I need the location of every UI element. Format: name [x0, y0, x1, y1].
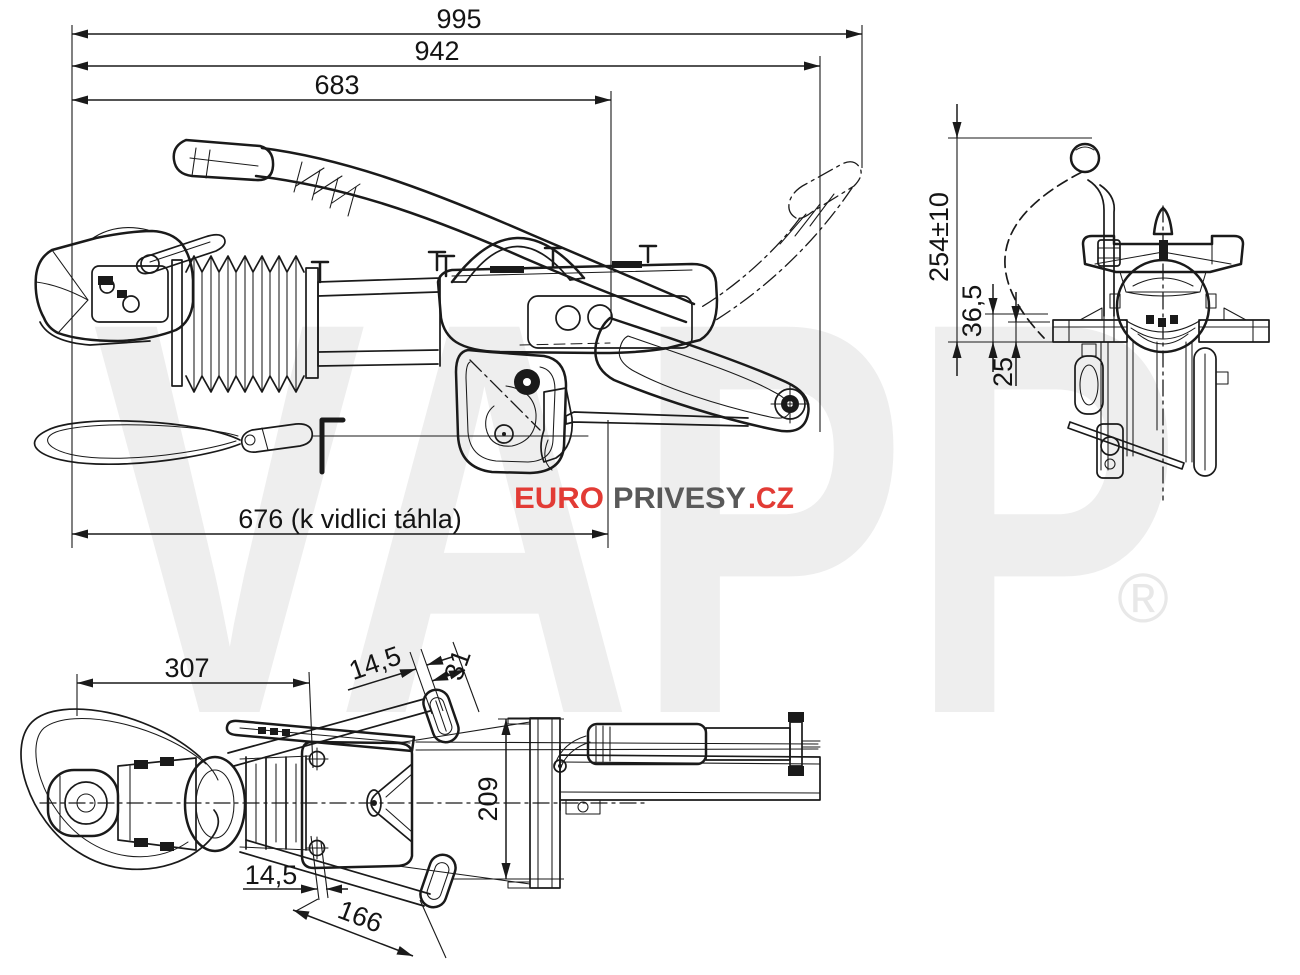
- brake-linkage-arm: [565, 316, 810, 433]
- carabiner: [240, 423, 314, 453]
- dim-label-25: 25: [988, 357, 1018, 387]
- stabilizer-handle-rod: [225, 719, 416, 753]
- under-plate-assembly: [1067, 341, 1229, 479]
- draw-tube-side: [310, 254, 456, 367]
- dim-label-36-5: 36,5: [957, 285, 987, 338]
- cross-plate-front: [1052, 307, 1270, 343]
- dim-label-166: 166: [334, 895, 387, 939]
- dim-label-995: 995: [436, 4, 481, 34]
- registered-trademark-icon: ®: [1117, 559, 1169, 637]
- friction-pad: [1193, 347, 1217, 477]
- dim-label-209: 209: [473, 776, 503, 821]
- dim-label-676: 676 (k vidlici táhla): [238, 504, 462, 534]
- logo-part-euro: EURO: [514, 482, 604, 515]
- vapp-watermark: VAPP ®: [92, 205, 1182, 831]
- breakaway-cable-top: [20, 708, 220, 871]
- lower-friction-pad: [419, 853, 457, 909]
- overrun-housing: [427, 244, 719, 355]
- logo-part-privesy: PRIVESY: [613, 482, 746, 515]
- watermark-text: VAPP: [92, 205, 1182, 831]
- side-view: 995 942 683 676 (k vidlici táhla): [33, 4, 863, 548]
- side-view-dimensions: 995 942 683 676 (k vidlici táhla): [71, 4, 863, 548]
- breakaway-cable: [33, 419, 589, 466]
- dim-line-31: [431, 669, 466, 682]
- coupling-head-front: [1081, 206, 1245, 354]
- handle-oval-top: [183, 755, 247, 853]
- front-view: 254±10 36,5 25: [924, 104, 1270, 501]
- dim-label-942: 942: [414, 36, 459, 66]
- europrivesy-logo: EURO PRIVESY .CZ: [514, 482, 794, 515]
- allen-key-icon: [319, 417, 346, 475]
- diagonal-rod: [1067, 421, 1185, 470]
- front-view-dimensions: 254±10 36,5 25: [924, 104, 1092, 387]
- coupling-jaw: [454, 348, 574, 475]
- lever-ball-knob: [1069, 142, 1101, 174]
- rubber-bellows-side: [171, 255, 319, 393]
- handbrake-lever: [172, 138, 696, 324]
- dim-label-307: 307: [164, 653, 209, 683]
- logo-part-cz: .CZ: [748, 482, 794, 515]
- stabilizer-arms-top: [225, 688, 819, 909]
- dim-label-683: 683: [314, 70, 359, 100]
- coupling-head-side: [34, 227, 226, 346]
- dim-line-166: [292, 909, 414, 957]
- fork-housing-top: [300, 721, 531, 885]
- bellows-top: [239, 755, 311, 851]
- coupling-head-top: [46, 755, 247, 853]
- upper-friction-pad: [422, 688, 460, 744]
- dim-label-254: 254±10: [924, 192, 954, 282]
- dim-line-145-top: [347, 668, 417, 691]
- lever-alternate-position-phantom: [699, 161, 862, 321]
- dim-label-145-bottom: 14,5: [245, 860, 298, 890]
